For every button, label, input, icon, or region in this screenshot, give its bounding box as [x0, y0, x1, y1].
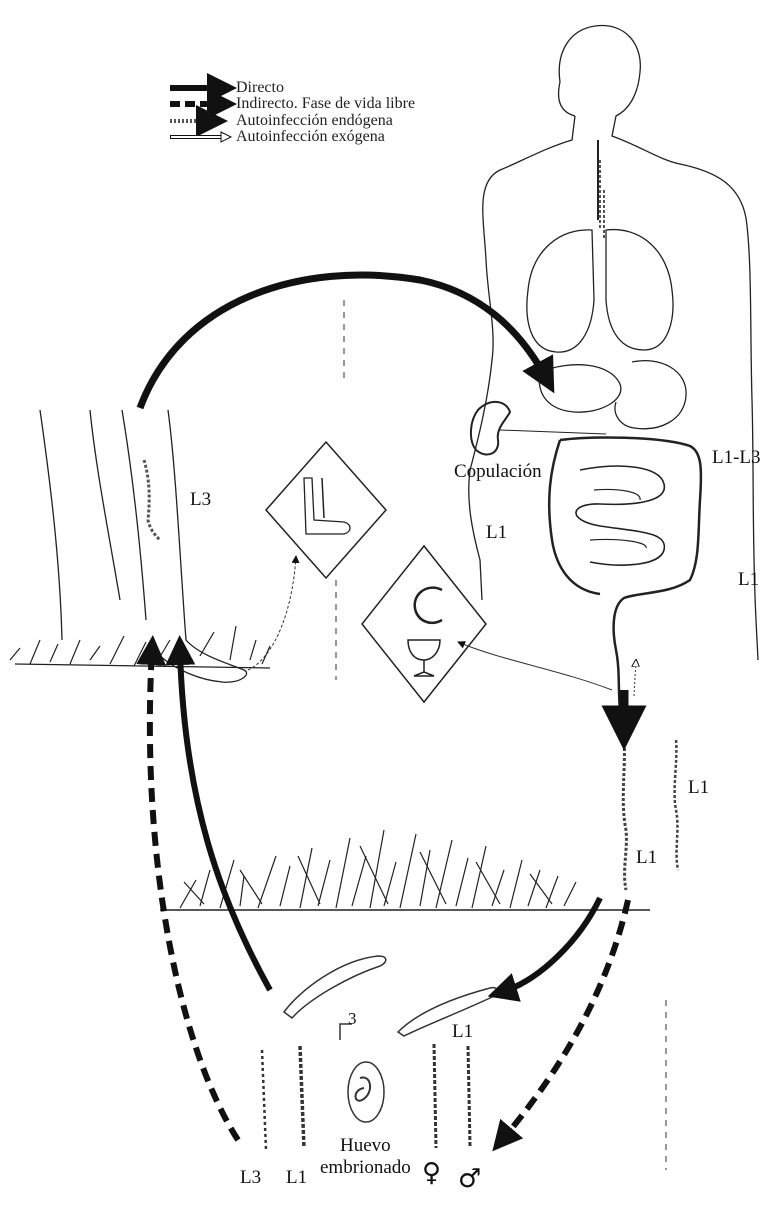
female-symbol: ♀ — [422, 1160, 441, 1186]
thin-arrow-to-toilet-icon — [458, 642, 612, 690]
human-figure — [469, 26, 758, 710]
legend-label-indirect: Indirecto. Fase de vida libre — [236, 96, 415, 112]
label-huevo: Huevo — [340, 1136, 391, 1155]
l1-larva-big — [398, 988, 498, 1036]
l3-larva-big — [284, 956, 386, 1018]
label-copulacion: Copulación — [454, 462, 542, 481]
label-l1-right: L1 — [688, 778, 709, 797]
l1-larva-bottom — [300, 1046, 304, 1148]
label-l1-l3: L1-L3 — [712, 448, 761, 467]
head-outline — [559, 26, 758, 660]
large-intestine — [560, 438, 701, 710]
small-intestine — [576, 466, 664, 565]
male-symbol: ♂ — [458, 1166, 481, 1192]
stomach — [615, 361, 686, 429]
label-l1-stage: L1 — [452, 1022, 473, 1041]
male-worm — [468, 1046, 470, 1146]
l3-larva-bottom — [262, 1050, 266, 1150]
indirect-arrow-right — [502, 900, 628, 1140]
thin-arrow-to-foot-icon — [248, 556, 296, 670]
direct-arrow-l1-to-l3 — [502, 898, 600, 992]
direct-arrow-l3-up — [180, 650, 270, 990]
legend-symbols — [170, 88, 231, 142]
legend-label-exogenous: Autoinfección exógena — [236, 129, 385, 145]
label-l3-bottom: L3 — [240, 1168, 261, 1187]
embryonated-egg — [348, 1062, 384, 1122]
label-l3-leg: L3 — [190, 490, 211, 509]
body-left-outline — [469, 116, 575, 600]
legend-label-direct: Directo — [236, 80, 284, 96]
grass-top — [10, 626, 270, 668]
label-l1-stool: L1 — [636, 848, 657, 867]
left-lung — [527, 230, 594, 352]
legend-label-endogenous: Autoinfección endógena — [236, 113, 393, 129]
diamond-toilet-icon — [362, 546, 486, 702]
female-worm — [434, 1044, 436, 1148]
label-embrionado: embrionado — [320, 1158, 411, 1177]
label-l3-stage: 3 — [348, 1010, 357, 1027]
copulation-worms — [471, 402, 606, 455]
bottom-larvae — [262, 956, 498, 1150]
esophagus-worms — [600, 160, 604, 240]
legend-exogenous-arrow — [170, 132, 231, 142]
diamond-foot-icon — [266, 442, 386, 578]
label-l1-colon: L1 — [738, 570, 759, 589]
liver — [539, 365, 621, 412]
right-lung — [606, 230, 673, 350]
exogenous-arrow — [634, 660, 636, 696]
label-l1-bottom: L1 — [286, 1168, 307, 1187]
direct-arrow-skin-to-body — [140, 275, 546, 408]
leg-illustration — [10, 410, 270, 682]
label-l1-intestine: L1 — [486, 523, 507, 542]
soil-grass — [160, 830, 650, 910]
